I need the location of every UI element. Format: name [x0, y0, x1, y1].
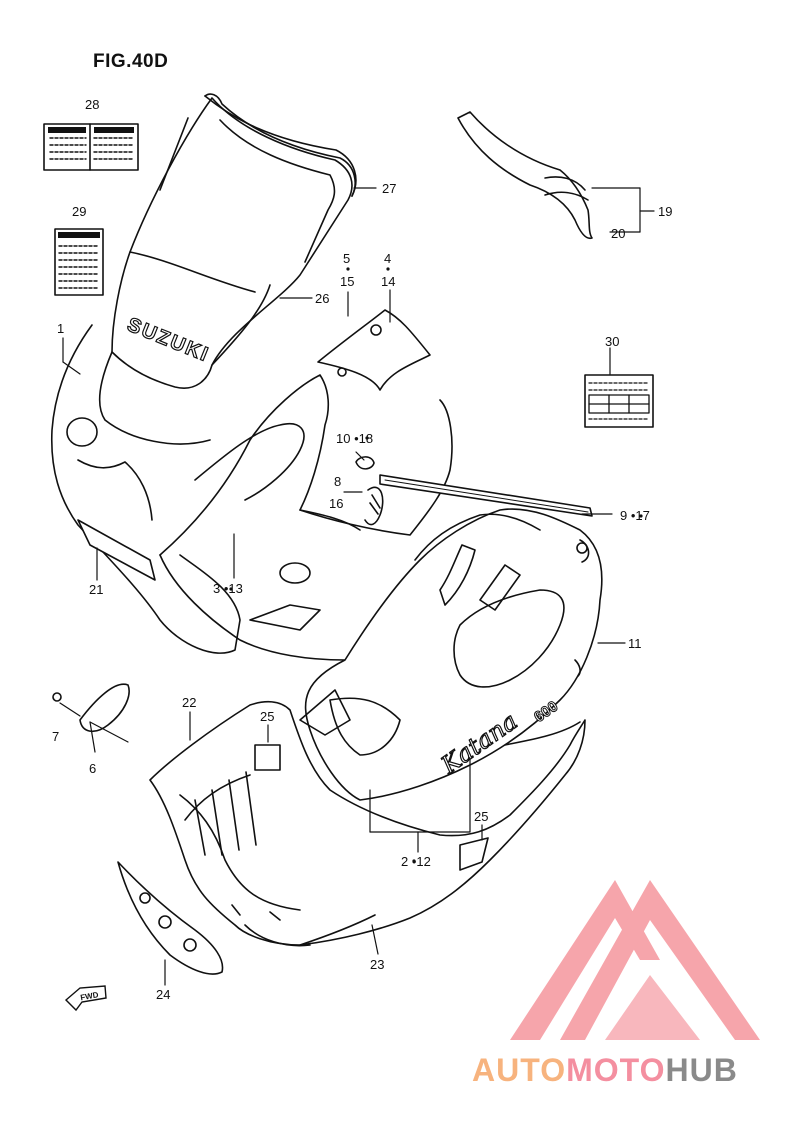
watermark-logo [510, 880, 760, 1040]
upper-fairing-left [50, 324, 241, 654]
part-label-11: 11 [628, 636, 642, 651]
warning-label-30 [584, 374, 654, 428]
lower-cowl-23 [149, 700, 586, 947]
part-label-24: 24 [156, 987, 171, 1002]
screw-7 [52, 692, 62, 702]
warning-label-29 [54, 228, 104, 296]
part-label-1: 1 [57, 321, 65, 336]
figure-title: FIG.40D [93, 51, 169, 72]
fwd-label: FWD [80, 990, 100, 1002]
watermark-text-hub: HUB [665, 1052, 738, 1088]
part-label-29: 29 [72, 204, 87, 219]
part-label-19: 19 [658, 204, 673, 219]
clip-10 [355, 456, 375, 470]
warning-label-28 [43, 123, 139, 171]
part-label-25-a: 25 [260, 709, 275, 724]
part-label-8: 8 [334, 474, 342, 489]
part-label-27: 27 [382, 181, 397, 196]
reference-dots [229, 267, 643, 863]
part-label-10-18: 10 •18 [336, 431, 374, 446]
clip-16 [364, 486, 384, 526]
part-label-15: 15 [340, 274, 355, 289]
watermark-text-auto: AUTO [472, 1052, 567, 1088]
side-panel-2 [299, 508, 603, 801]
leader-lines [59, 187, 655, 986]
part-label-4: 4 [384, 251, 392, 266]
windscreen [111, 95, 357, 389]
part-label-23: 23 [370, 957, 385, 972]
part-label-7: 7 [52, 729, 60, 744]
part-label-22: 22 [182, 695, 197, 710]
watermark-text-moto: MOTO [566, 1052, 666, 1088]
reflector-21 [77, 519, 156, 581]
part-label-9-17: 9 •17 [620, 508, 650, 523]
cap-6 [79, 683, 130, 733]
part-label-16: 16 [329, 496, 344, 511]
part-label-21: 21 [89, 582, 104, 597]
part-label-2-12: 2 •12 [401, 854, 431, 869]
part-label-6: 6 [89, 761, 97, 776]
part-label-28: 28 [85, 97, 100, 112]
forward-arrow-icon: FWD [64, 985, 107, 1012]
inner-bracket-4 [317, 309, 431, 391]
part-label-5: 5 [343, 251, 351, 266]
center-cowl-3 [159, 374, 453, 661]
bracket-24 [117, 861, 224, 975]
part-label-14: 14 [381, 274, 396, 289]
part-label-30: 30 [605, 334, 620, 349]
part-label-3-13: 3 •13 [213, 581, 243, 596]
part-label-25-b: 25 [474, 809, 489, 824]
part-label-20: 20 [611, 226, 626, 241]
air-duct-19 [457, 111, 593, 240]
watermark-text: AUTOMOTOHUB [472, 1052, 738, 1089]
part-label-26: 26 [315, 291, 330, 306]
trim-strip-9 [379, 474, 593, 517]
windscreen-trim-27 [204, 93, 356, 197]
